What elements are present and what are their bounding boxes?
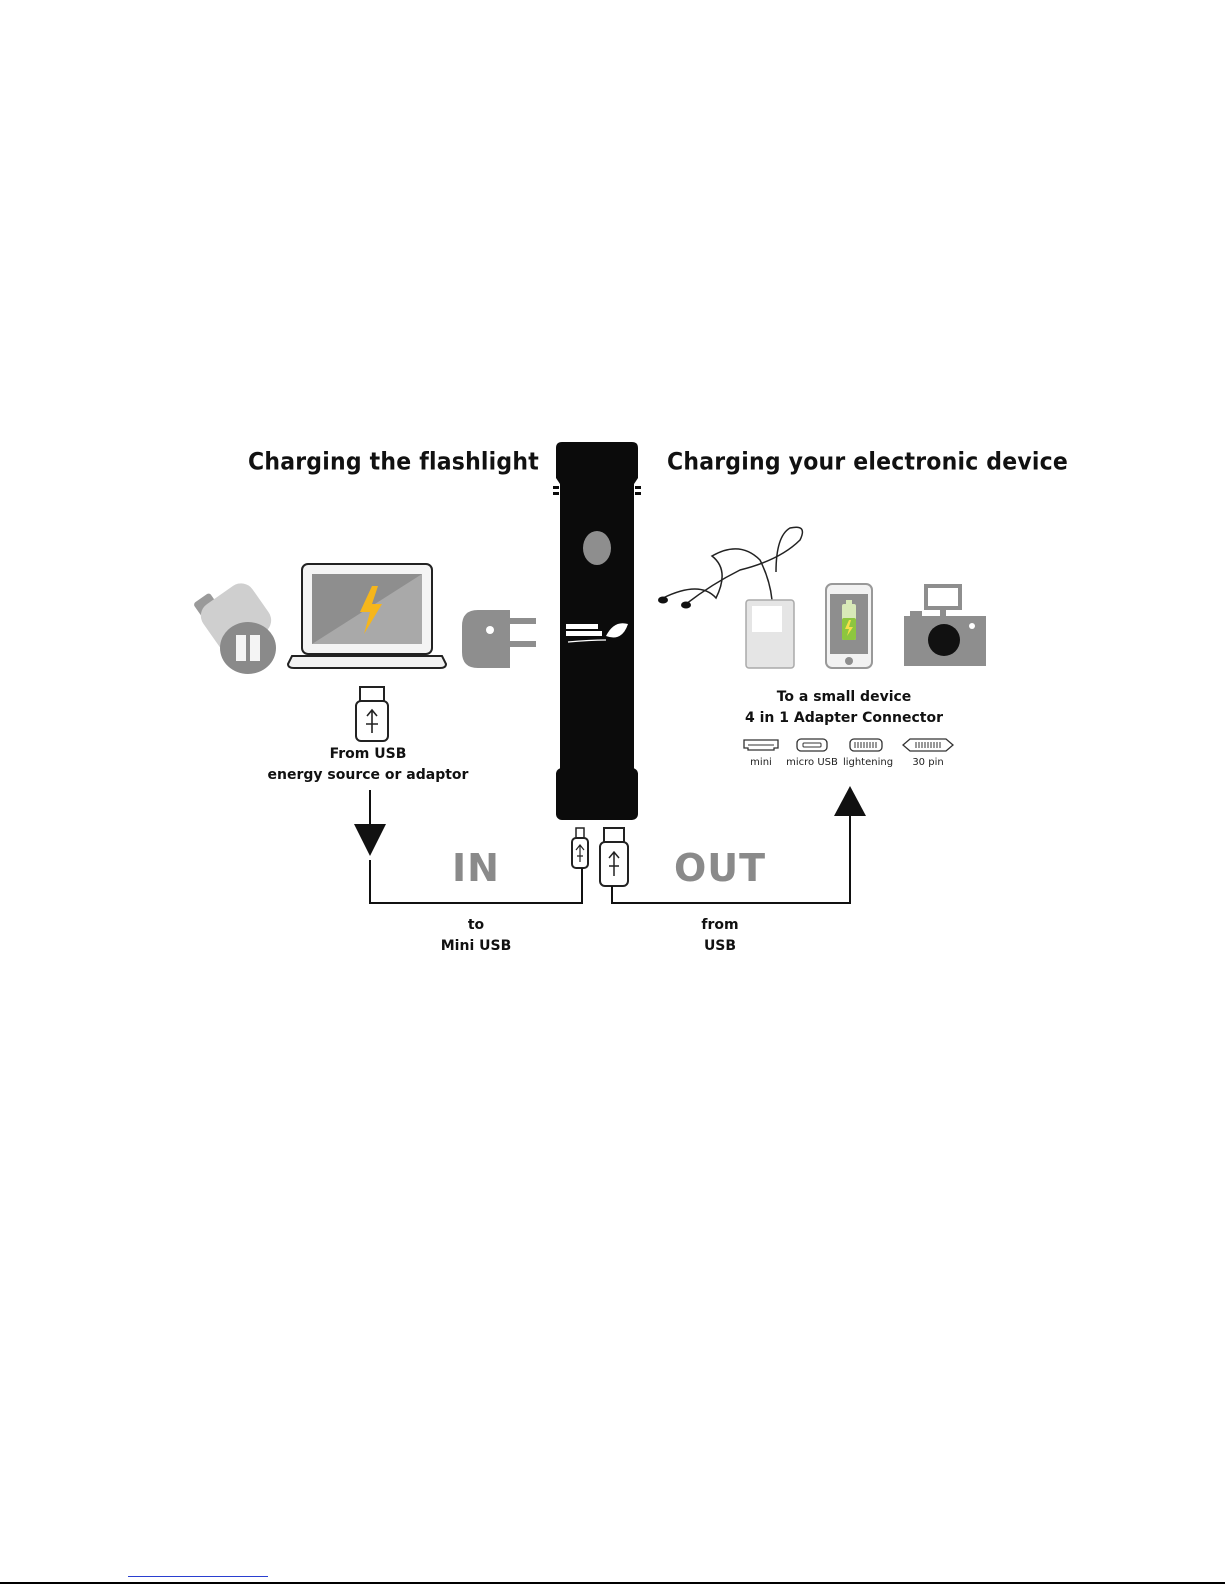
connector-label-micro-usb: micro USB [782,757,842,768]
footer-rule [0,1582,1225,1584]
flashlight-button-icon [583,531,611,565]
connector-label-lightning: lightening [836,757,900,768]
source-label-line2: energy source or adaptor [258,765,478,786]
connector-label-mini: mini [736,757,786,768]
usb-plug-icon [356,687,388,741]
connector-micro-usb-icon [797,739,827,751]
device-label-line2: 4 in 1 Adapter Connector [734,708,954,729]
laptop-icon [288,564,446,668]
camera-icon [904,586,986,666]
music-player-icon [746,600,794,668]
out-label: OUT [670,846,770,890]
flashlight-icon [553,442,641,820]
right-title: Charging your electronic device [667,449,1013,477]
earphones-icon [658,527,802,608]
from-label-line2: USB [680,936,760,957]
connector-30pin-icon [903,739,953,751]
left-title: Charging the flashlight [248,449,500,477]
source-label-line1: From USB [268,744,468,765]
smartphone-icon [826,584,872,668]
from-label-line1: from [680,915,760,936]
in-label: IN [436,846,516,890]
wall-plug-icon [462,610,536,668]
connector-label-30pin: 30 pin [900,757,956,768]
connector-mini-icon [744,740,778,750]
footer-link-underline [128,1576,268,1577]
connector-lightning-icon [850,739,882,751]
to-label-line2: Mini USB [426,936,526,957]
car-charger-icon [193,578,277,674]
usb-connector-icon [600,828,628,886]
mini-usb-connector-icon [572,828,588,868]
to-label-line1: to [436,915,516,936]
device-label-line1: To a small device [744,687,944,708]
